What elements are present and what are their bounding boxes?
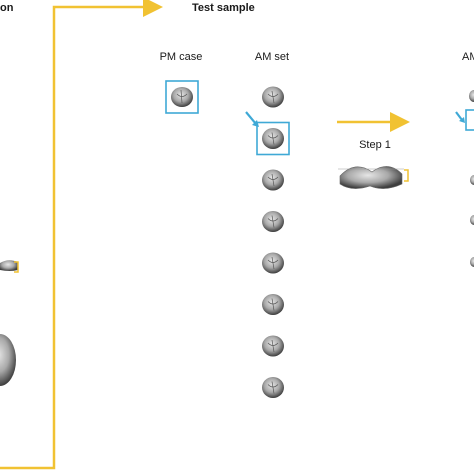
am-set-column [256, 86, 290, 398]
step1-label: Step 1 [359, 139, 391, 151]
right-panel-label-fragment: AM [462, 51, 474, 63]
left-panel-title-fragment: on [0, 2, 14, 14]
am-highlight-frame [256, 121, 290, 156]
am-tooth-5 [262, 252, 284, 274]
am-tooth-2 [262, 128, 284, 149]
right-highlight-frame [465, 109, 474, 131]
flow-connector-line [0, 0, 163, 470]
am-tooth-8 [262, 377, 284, 398]
match-arrow-head [252, 120, 259, 127]
am-set-label: AM set [255, 51, 289, 63]
am-tooth-4 [262, 211, 284, 232]
height-bracket [14, 261, 19, 273]
step1-bracket [404, 169, 409, 182]
pm-case-label: PM case [160, 51, 203, 63]
tooth-fragment-large [0, 334, 16, 386]
test-sample-title: Test sample [192, 2, 255, 14]
am-tooth-6 [262, 294, 284, 315]
pm-case-tooth [171, 87, 193, 107]
match-arrow-line [245, 111, 257, 125]
am-tooth-1 [262, 86, 284, 108]
tooth-side-fragment [0, 260, 18, 271]
step1-overlay-image [338, 166, 409, 189]
right-panel-partial [455, 90, 474, 267]
pm-case-frame [165, 80, 199, 114]
left-panel-partial-images [0, 260, 19, 386]
am-tooth-3 [262, 169, 284, 191]
am-tooth-7 [262, 335, 284, 357]
right-match-arrow [455, 111, 463, 121]
